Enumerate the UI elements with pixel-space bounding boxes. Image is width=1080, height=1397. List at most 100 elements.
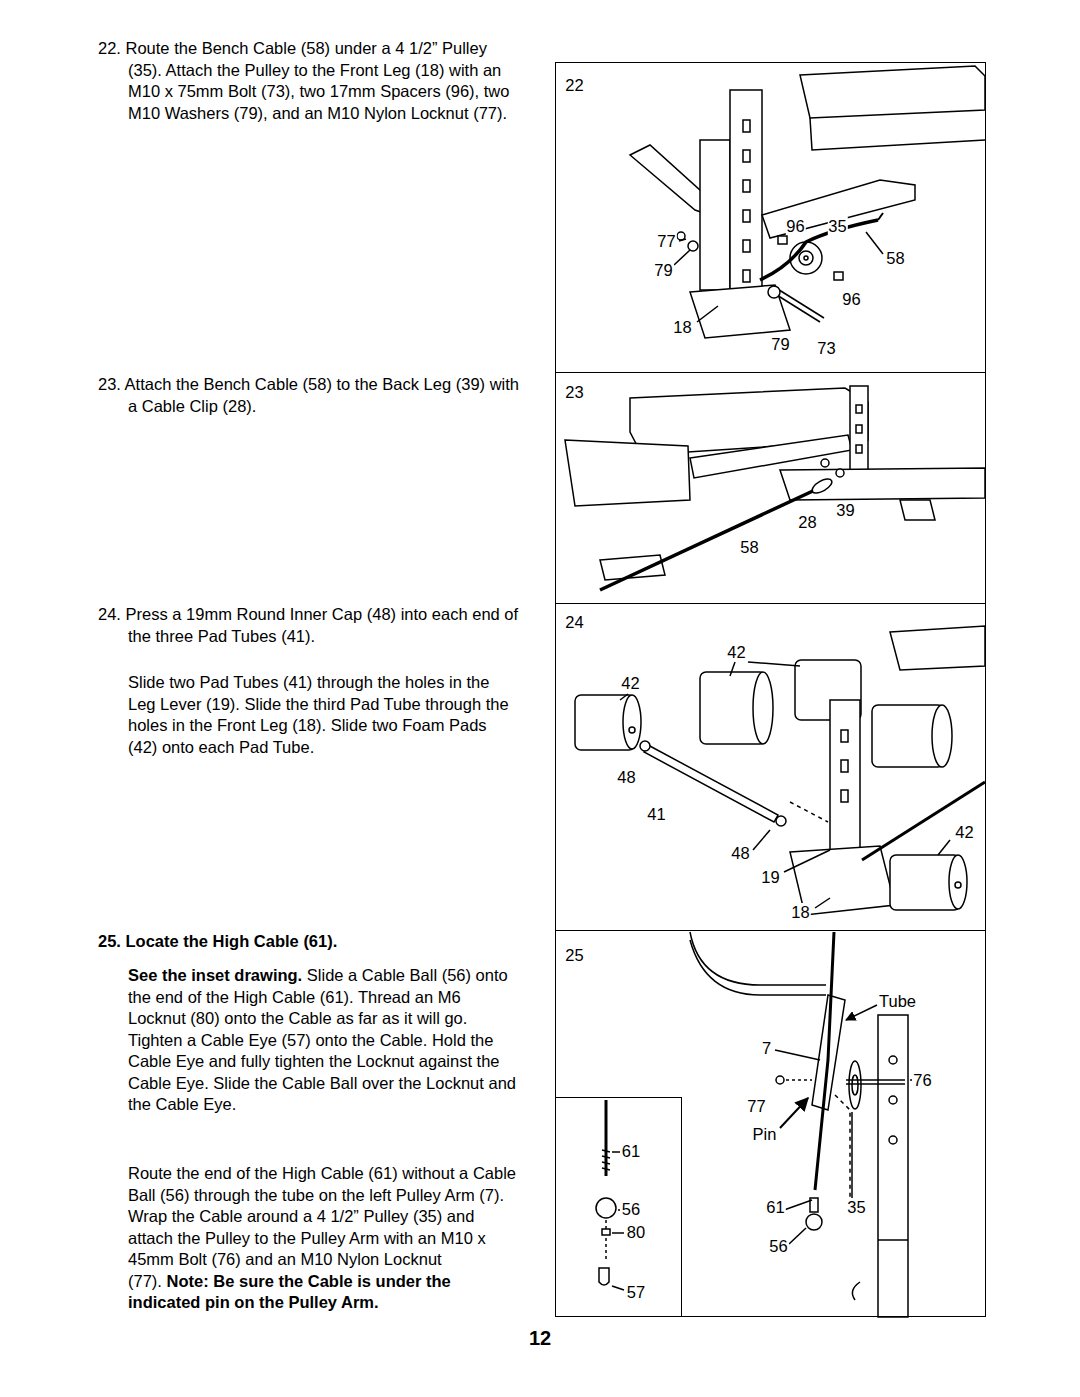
step25-art-part (612, 1232, 624, 1234)
step25-art-part (786, 1079, 812, 1081)
instruction-paragraph: See the inset drawing.Slide a Cable Ball… (128, 965, 520, 1116)
step25-art-part (775, 1050, 820, 1060)
step22-art-part (804, 256, 808, 260)
callout-number: 79 (653, 261, 673, 279)
instruction-text: Slide a Cable Ball (56) onto the end of … (128, 966, 516, 1113)
callout-number: 35 (827, 217, 847, 235)
callout-number: 77 (656, 232, 676, 250)
step25-art-part (846, 1005, 877, 1020)
inset-panel: 61568057 (555, 1097, 682, 1317)
callout-number: 56 (768, 1237, 788, 1255)
step25-art-part (776, 1076, 784, 1084)
step25-art-part (889, 1096, 897, 1104)
step23-art-part (856, 445, 862, 453)
step25-art-part (602, 1150, 610, 1170)
step22-art-part (772, 292, 820, 322)
step22-art-part (679, 239, 686, 241)
callout-number: 42 (726, 643, 746, 661)
step23-art-part (821, 459, 829, 467)
page-number: 12 (529, 1327, 551, 1349)
step22-art-part (697, 306, 718, 322)
step22-art (630, 66, 985, 338)
callout-number: 96 (841, 290, 861, 308)
step-number: 25 (564, 946, 584, 964)
step25-art-part (605, 1220, 607, 1262)
callout-number: 56 (621, 1200, 641, 1218)
callout-number: 73 (816, 339, 836, 357)
callout-number: 7 (761, 1039, 772, 1057)
callout-number: 41 (646, 805, 666, 823)
step23-art-part (900, 500, 935, 520)
step24-art-part (841, 730, 848, 742)
instruction-text: 25. Locate the High Cable (61). (98, 932, 337, 950)
step23-art-part (856, 405, 862, 413)
step24-art-part (629, 727, 635, 733)
step-number: 23 (564, 383, 584, 401)
step24-art-part (790, 802, 828, 822)
callout-number: 39 (835, 501, 855, 519)
step24-art-part (949, 855, 967, 909)
step22-art-part (743, 150, 750, 162)
instruction-text: Note: Be sure the Cable is under the ind… (128, 1272, 451, 1312)
callout-number: 58 (885, 249, 905, 267)
callout-number: 77 (746, 1097, 766, 1115)
step25-art-part (806, 1214, 822, 1230)
instruction-paragraph: Route the end of the High Cable (61) wit… (128, 1163, 520, 1314)
instruction-paragraph: 25. Locate the High Cable (61). (98, 931, 520, 953)
step22-art-part (799, 251, 813, 265)
step24-art-part (841, 790, 848, 802)
step22-art-part (776, 288, 824, 318)
step25-art-part (851, 1112, 853, 1200)
step25-art-part (846, 1083, 905, 1085)
instruction-paragraph: Slide two Pad Tubes (41) through the hol… (128, 672, 520, 758)
step25-art-part (878, 1239, 908, 1241)
callout-number: 42 (620, 674, 640, 692)
step22-art-part (700, 140, 730, 290)
step-panel: 244242484142481918 (555, 603, 986, 931)
step25-art-part (599, 1268, 609, 1285)
step25-art-part (602, 1229, 610, 1235)
step-number: 22 (564, 76, 584, 94)
instruction-text: 23. Attach the Bench Cable (58) to the B… (98, 375, 519, 415)
step22-art-part (674, 250, 690, 265)
step25-art-part (618, 1209, 620, 1211)
step22-art-part (690, 285, 790, 338)
step24-art-part (753, 672, 773, 744)
step24-art-part (815, 898, 830, 908)
step25-art-part (889, 1056, 897, 1064)
step24-art-part (753, 830, 770, 850)
step25-art-part (789, 1228, 806, 1244)
step22-art-part (800, 66, 985, 118)
instruction-text: Route the end of the High Cable (61) wit… (128, 1164, 516, 1290)
callout-number: 61 (621, 1142, 641, 1160)
step25-art-part (889, 1136, 897, 1144)
callout-number: 96 (785, 217, 805, 235)
callout-number: 18 (672, 318, 692, 336)
step25-art-part (852, 1282, 860, 1300)
step24-art-part (776, 816, 786, 826)
step25-art-part (780, 1098, 808, 1128)
step24-art-part (862, 782, 985, 860)
step25-art-part (849, 1061, 861, 1109)
callout-number: 28 (797, 513, 817, 531)
step24-art-part (730, 662, 735, 676)
step22-art-part (743, 210, 750, 222)
callout-number: 61 (765, 1198, 785, 1216)
step-number: 24 (564, 613, 584, 631)
instruction-text: 24. Press a 19mm Round Inner Cap (48) in… (98, 605, 518, 645)
step25-art-part (612, 1286, 624, 1290)
callout-number: 19 (760, 868, 780, 886)
step23-art-part (810, 476, 834, 496)
step-panel: 22963577587996187973 (555, 62, 986, 373)
instruction-paragraph: 22. Route the Bench Cable (58) under a 4… (98, 38, 520, 124)
callout-number: 80 (626, 1223, 646, 1241)
step24-art-part (955, 882, 961, 888)
step23-art (565, 386, 985, 590)
step22-art-part (760, 220, 878, 280)
step22-art-part (743, 180, 750, 192)
callout-number: 48 (730, 844, 750, 862)
callout-number: Tube (878, 992, 917, 1010)
step-panel: 23392858 (555, 372, 986, 604)
step22-art-part (866, 232, 883, 254)
